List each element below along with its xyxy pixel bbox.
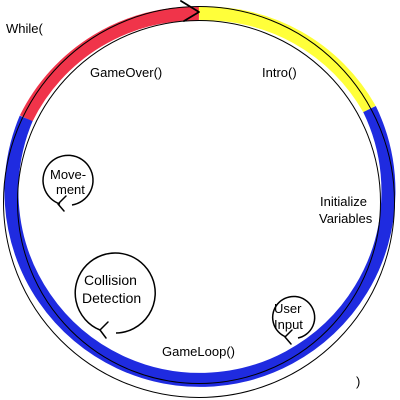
label-intro: Intro() [262, 65, 297, 80]
while-open-text: While( [6, 21, 44, 36]
ring-outer-outline [3, 6, 395, 398]
subloop-userinput-label-2: Input [274, 317, 303, 332]
label-variables: Variables [319, 211, 373, 226]
label-gameover: GameOver() [90, 65, 162, 80]
subloop-userinput-arrow-head-icon [284, 329, 293, 345]
main-loop-arrow-head-icon [180, 0, 200, 22]
ring-inner-outline [17, 20, 381, 384]
subloop-userinput: User Input [271, 295, 316, 345]
ring-segment-intro [198, 6, 376, 113]
subloop-collision-circle [74, 252, 156, 334]
main-loop-ring [3, 6, 396, 398]
subloop-movement: Move- ment [42, 154, 94, 212]
label-gameloop: GameLoop() [162, 344, 235, 359]
while-close-text: ) [356, 374, 360, 389]
ring-segment-gameloop [4, 106, 396, 387]
ring-segment-gameover [19, 6, 200, 122]
subloop-userinput-circle [271, 295, 316, 339]
subloop-collision-arrow-head-icon [99, 321, 109, 339]
subloop-userinput-label-1: User [274, 301, 302, 316]
subloop-movement-circle [42, 154, 94, 206]
subloop-collision-label-1: Collision [84, 272, 137, 288]
subloop-collision: Collision Detection [74, 252, 156, 339]
label-initialize: Initialize [320, 194, 367, 209]
subloop-collision-label-2: Detection [82, 290, 141, 306]
subloop-movement-label-1: Move- [50, 167, 86, 182]
subloop-movement-arrow-head-icon [57, 195, 67, 212]
subloop-movement-label-2: ment [56, 182, 85, 197]
